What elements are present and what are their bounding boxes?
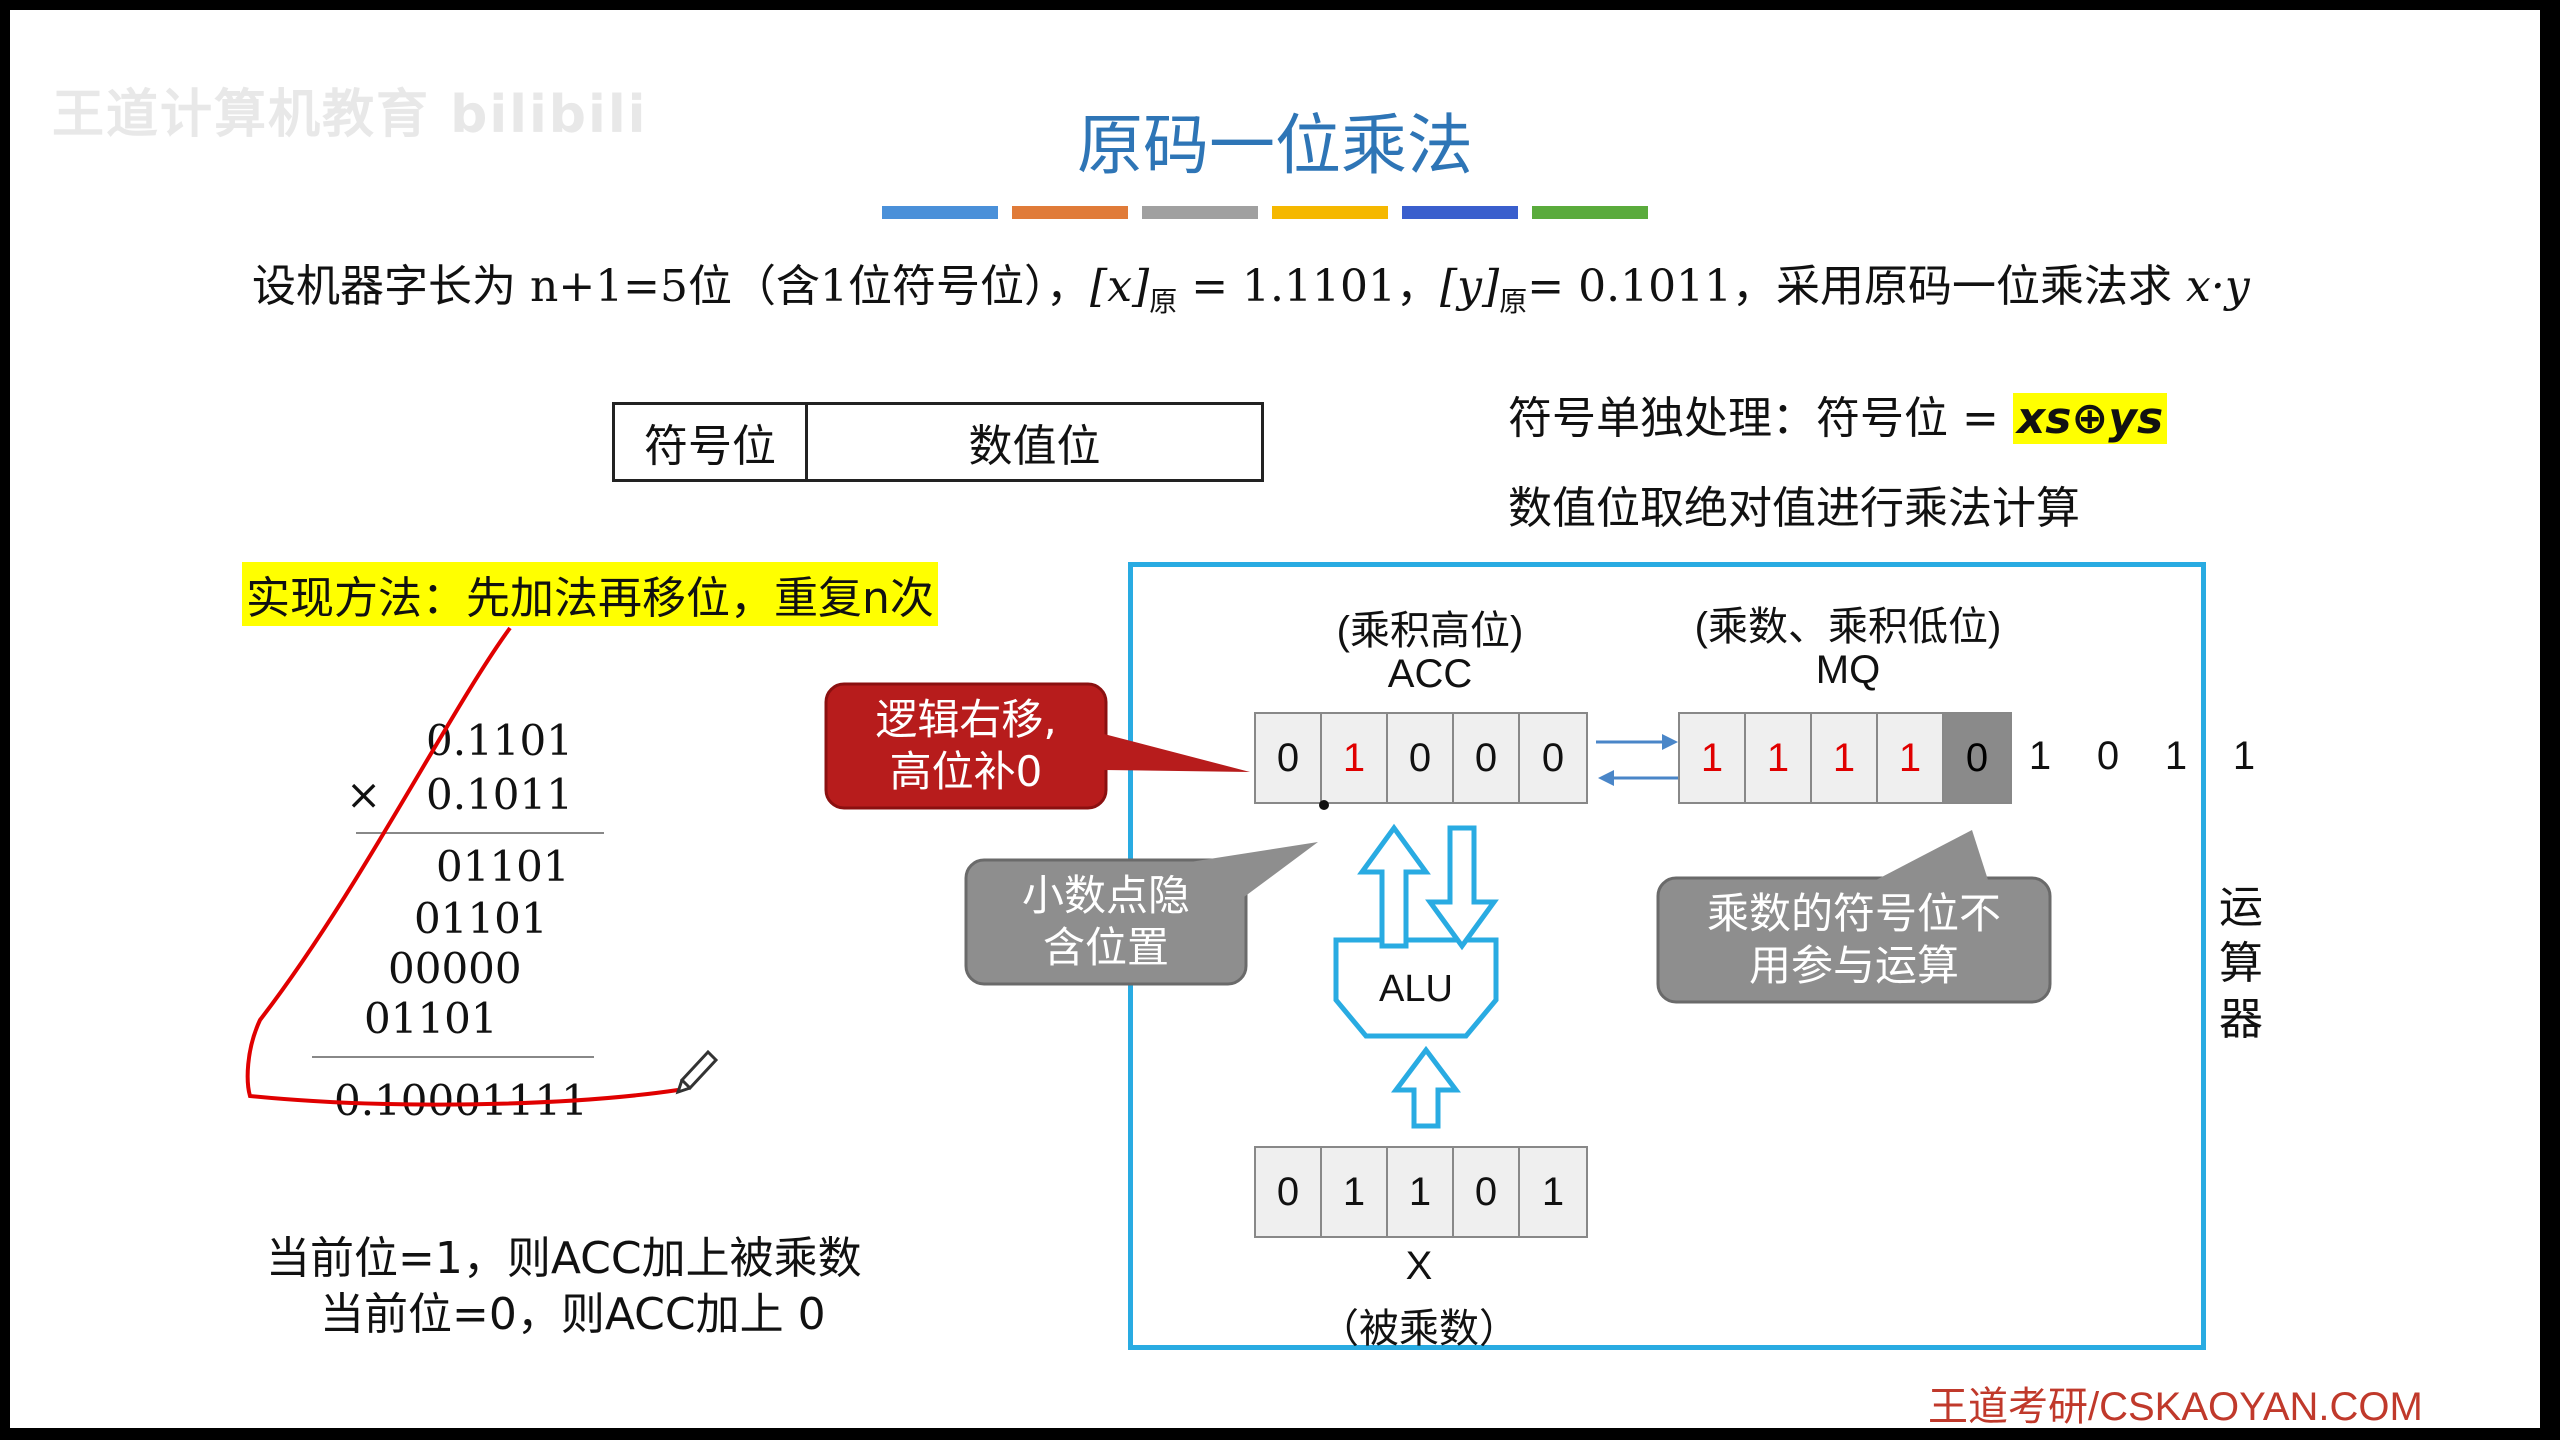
sign-rule-text: 符号单独处理：符号位 =: [1508, 393, 2013, 444]
product-expr: x·y: [2186, 261, 2250, 312]
x-value: = 1.1101，: [1177, 261, 1441, 312]
pencil-icon: [675, 1049, 719, 1095]
arithmetic-unit-label: 运算器: [2219, 882, 2263, 1045]
shift-callout-line: 逻辑右移,: [875, 695, 1057, 744]
alu-to-acc-arrow: [1357, 823, 1431, 949]
watermark: 王道计算机教育 bilibili: [52, 85, 648, 145]
mq-bit: 1: [1878, 714, 1944, 802]
color-bar: [882, 206, 998, 219]
acc-name: ACC: [1387, 652, 1473, 696]
acc-bit: 0: [1454, 714, 1520, 802]
acc-to-alu-arrow: [1425, 825, 1499, 951]
mq-name: MQ: [1815, 648, 1881, 692]
calc-divider: [356, 832, 604, 834]
acc-bit: 0: [1520, 714, 1586, 802]
point-callout-line: 小数点隐: [1021, 871, 1190, 920]
x-name: X: [1405, 1244, 1433, 1288]
mq-register: 1 1 1 1 0: [1678, 712, 2012, 804]
partial-product: 01101: [436, 842, 570, 891]
x-register: 0 1 1 0 1: [1254, 1146, 1588, 1238]
alu-shape: [1333, 937, 1499, 1039]
sign-value-table: 符号位 数值位: [612, 402, 1264, 482]
x-bit: 0: [1454, 1148, 1520, 1236]
sign-callout-text: 乘数的符号位不 用参与运算: [1658, 888, 2050, 992]
x-bit: 1: [1388, 1148, 1454, 1236]
slide: 王道计算机教育 bilibili 原码一位乘法 设机器字长为 n+1=5位（含1…: [10, 10, 2540, 1429]
acc-to-mq-arrow: [1596, 734, 1678, 750]
y-label: [y]: [1440, 261, 1500, 312]
sign-callout-line: 用参与运算: [1748, 941, 1959, 990]
sign-rule: 符号单独处理：符号位 = xs⊕ys: [1508, 382, 2168, 446]
decimal-point: [1319, 800, 1329, 810]
x-bit: 1: [1322, 1148, 1388, 1236]
shift-callout-text: 逻辑右移, 高位补0: [826, 694, 1106, 798]
shifted-bit: 1: [2232, 734, 2256, 778]
page-title: 原码一位乘法: [1077, 107, 1473, 184]
title-color-bars: [882, 206, 1648, 219]
partial-product: 00000: [388, 944, 522, 993]
point-callout-line: 含位置: [1042, 923, 1169, 972]
calc-divider: [312, 1056, 594, 1058]
times-sign: ×: [346, 770, 382, 819]
sign-callout: [1656, 830, 2052, 1004]
footer-brand: 王道考研/CSKAOYAN.COM: [1928, 1385, 2423, 1429]
acc-bit: 0: [1256, 714, 1322, 802]
datapath-graphics: [824, 682, 2052, 1129]
x-bit: 0: [1256, 1148, 1322, 1236]
x-to-alu-arrow: [1391, 1045, 1461, 1129]
problem-prefix: 设机器字长为 n+1=5位（含1位符号位），: [252, 261, 1091, 312]
calc-annotation: [245, 626, 719, 1107]
shifted-bit: 1: [2164, 734, 2188, 778]
red-pen-stroke: [245, 626, 679, 1107]
partial-product: 01101: [364, 994, 498, 1043]
value-bits-cell: 数值位: [968, 421, 1101, 472]
color-bar: [1402, 206, 1518, 219]
rule-line-2: 当前位=0，则ACC加上 0: [320, 1289, 826, 1340]
color-bar: [1142, 206, 1258, 219]
mq-caption: (乘数、乘积低位): [1694, 605, 2002, 649]
shifted-bit: 1: [2028, 734, 2052, 778]
color-bar: [1272, 206, 1388, 219]
y-sub: 原: [1499, 284, 1528, 318]
x-caption: （被乘数）: [1319, 1306, 1519, 1352]
sign-callout-line: 乘数的符号位不: [1706, 889, 2001, 938]
shifted-bit: 0: [2096, 734, 2120, 778]
problem-statement: 设机器字长为 n+1=5位（含1位符号位），[x]原 = 1.1101，[y]原…: [252, 250, 2250, 320]
abs-value-rule: 数值位取绝对值进行乘法计算: [1508, 483, 2080, 534]
shift-callout: [824, 682, 1250, 810]
acc-register: 0 1 0 0 0: [1254, 712, 1588, 804]
point-callout-text: 小数点隐 含位置: [966, 870, 1246, 974]
x-label: [x]: [1090, 261, 1150, 312]
color-bar: [1012, 206, 1128, 219]
sign-formula: xs⊕ys: [2012, 393, 2168, 444]
point-callout: [964, 842, 1318, 986]
x-bit: 1: [1520, 1148, 1586, 1236]
method-highlight: 实现方法：先加法再移位，重复n次: [242, 562, 938, 626]
acc-bit: 0: [1388, 714, 1454, 802]
alu-label: ALU: [1379, 968, 1453, 1010]
shift-callout-line: 高位补0: [889, 747, 1043, 796]
mq-to-acc-arrow: [1598, 770, 1678, 786]
mq-bit: 1: [1812, 714, 1878, 802]
mq-sign-bit: 0: [1944, 714, 2010, 802]
mq-bit: 1: [1680, 714, 1746, 802]
rule-line-1: 当前位=1，则ACC加上被乘数: [266, 1233, 862, 1284]
acc-caption: (乘积高位): [1336, 609, 1524, 653]
sign-bit-cell: 符号位: [615, 405, 808, 479]
color-bar: [1532, 206, 1648, 219]
y-value: = 0.1011，采用原码一位乘法求: [1527, 261, 2187, 312]
x-sub: 原: [1149, 284, 1178, 318]
multiplier: 0.1011: [426, 770, 573, 819]
mq-bit: 1: [1746, 714, 1812, 802]
acc-bit: 1: [1322, 714, 1388, 802]
partial-product: 01101: [414, 894, 548, 943]
